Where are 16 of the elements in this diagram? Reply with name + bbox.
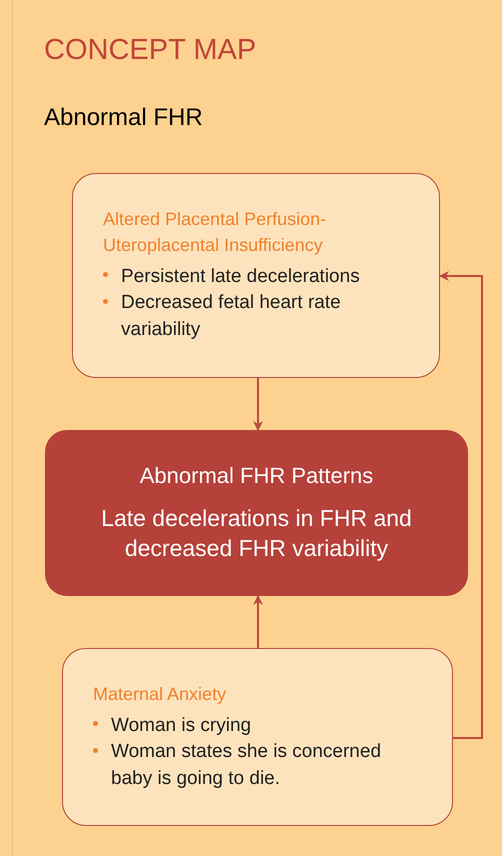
subtitle: Abnormal FHR bbox=[44, 103, 203, 133]
factor-box bbox=[62, 648, 453, 826]
box-heading: Maternal Anxiety bbox=[93, 682, 228, 706]
box-heading: Abnormal FHR Patterns bbox=[140, 462, 374, 490]
bullet-text: Persistent late decelerations bbox=[121, 264, 360, 289]
arrow bbox=[253, 378, 263, 431]
pattern-box bbox=[45, 430, 468, 596]
arrow bbox=[439, 271, 483, 739]
bullet-text: Woman is crying bbox=[111, 714, 252, 738]
factor-box bbox=[72, 173, 440, 378]
bullet-text: Woman states she is concerned baby is going to die. bbox=[111, 740, 382, 791]
bullet-text: Decreased fetal heart rate variability bbox=[121, 291, 342, 342]
title: CONCEPT MAP bbox=[44, 33, 256, 68]
box-text: Late decelerations in FHR and decreased FHR variability bbox=[100, 504, 413, 563]
arrow bbox=[253, 595, 263, 648]
box-heading: Altered Placental Perfusion-Uteroplacental Insufficiency bbox=[103, 208, 328, 257]
